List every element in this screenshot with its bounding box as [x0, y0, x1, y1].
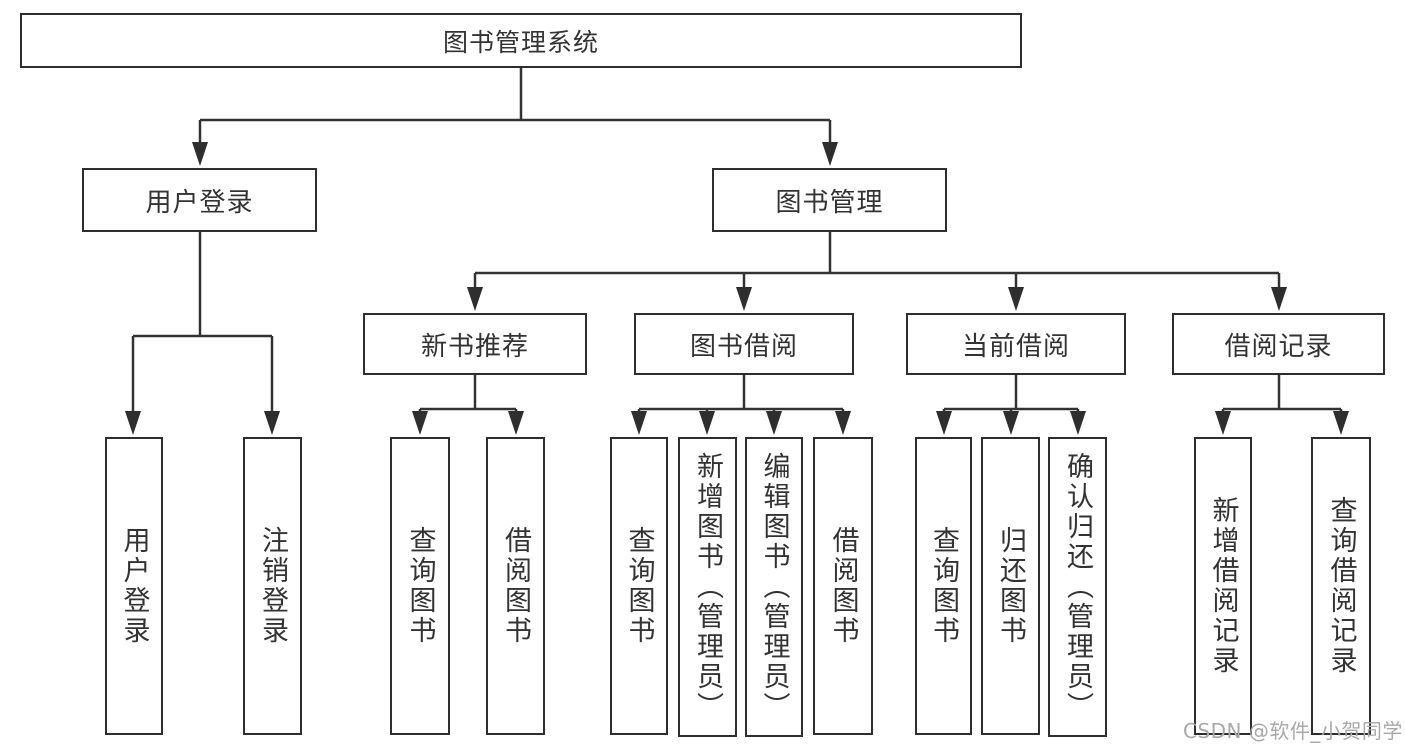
leaf-label: 归还图书 [995, 526, 1026, 646]
leaf-label: 查询图书 [928, 526, 959, 646]
leaf-label: 借阅图书 [827, 526, 859, 646]
node-leaf-logout: 注销登录 [243, 437, 302, 735]
node-borrowing-records: 借阅记录 [1172, 313, 1385, 375]
node-leaf-confirm-return-admin: 确认归还（管理员） [1048, 437, 1107, 737]
node-leaf-query-books-3: 查询图书 [915, 437, 972, 735]
leaf-label: 查询图书 [404, 526, 436, 646]
leaf-label: 查询借阅记录 [1325, 496, 1357, 676]
node-new-book-recommend: 新书推荐 [363, 313, 587, 375]
node-leaf-add-borrow-record: 新增借阅记录 [1194, 437, 1252, 735]
leaf-label: 用户登录 [118, 526, 150, 646]
leaf-label: 确认归还（管理员） [1062, 452, 1093, 722]
node-leaf-query-books-1: 查询图书 [390, 437, 450, 735]
node-leaf-edit-books-admin: 编辑图书（管理员） [745, 437, 803, 737]
node-leaf-query-books-2: 查询图书 [610, 437, 668, 735]
node-leaf-add-books-admin: 新增图书（管理员） [678, 437, 737, 737]
node-current-borrowing: 当前借阅 [906, 313, 1126, 375]
node-leaf-query-borrow-record: 查询借阅记录 [1311, 437, 1371, 735]
node-leaf-user-login: 用户登录 [105, 437, 163, 735]
leaf-label: 新增借阅记录 [1207, 496, 1239, 676]
leaf-label: 注销登录 [257, 526, 288, 646]
node-book-management: 图书管理 [712, 168, 947, 232]
node-leaf-borrow-books-1: 借阅图书 [486, 437, 545, 735]
arrowheads [125, 142, 1349, 435]
node-library-management-system: 图书管理系统 [20, 13, 1022, 68]
node-leaf-return-books: 归还图书 [981, 437, 1040, 735]
node-user-login: 用户登录 [82, 168, 317, 232]
leaf-label: 查询图书 [623, 526, 655, 646]
leaf-label: 借阅图书 [500, 526, 531, 646]
node-leaf-borrow-books-2: 借阅图书 [813, 437, 873, 735]
node-book-borrowing: 图书借阅 [634, 313, 854, 375]
leaf-label: 编辑图书（管理员） [758, 452, 790, 722]
csdn-watermark: CSDN @软件_小贺同学 [1183, 719, 1403, 743]
leaf-label: 新增图书（管理员） [692, 452, 723, 722]
